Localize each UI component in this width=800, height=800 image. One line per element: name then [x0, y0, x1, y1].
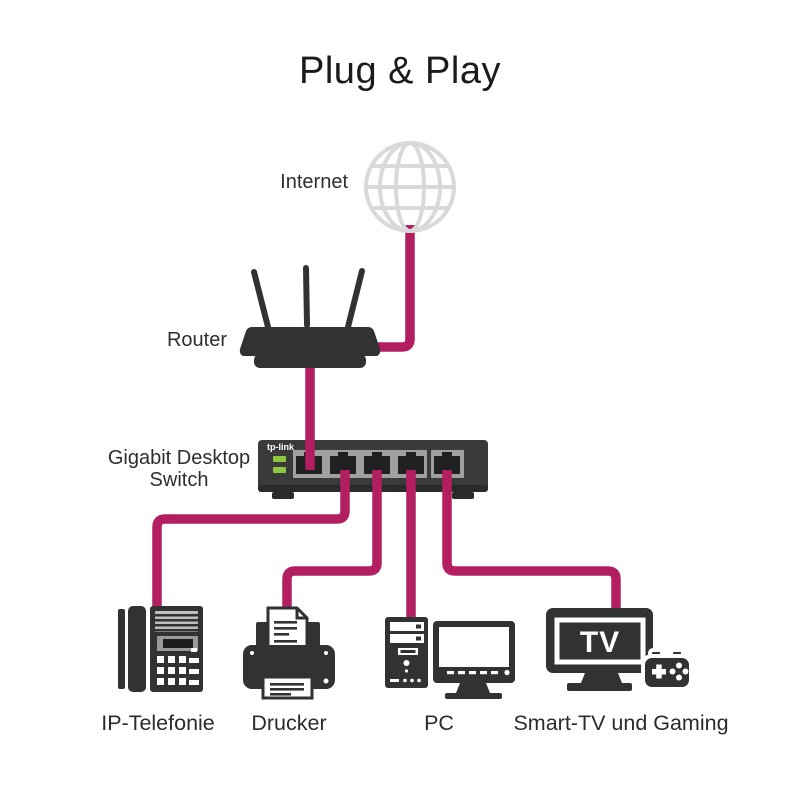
cable-switch-printer [282, 470, 382, 612]
internet-label: Internet [280, 171, 348, 193]
switch-label-line2: Switch [149, 469, 209, 491]
tv-label: Smart-TV und Gaming [513, 711, 729, 735]
smart-tv-icon: TV [546, 608, 693, 691]
router-label: Router [166, 329, 227, 351]
switch-label-line1: Gigabit Desktop [107, 447, 251, 469]
pc-icon [385, 617, 515, 699]
ethernet-port-3 [364, 452, 390, 474]
cable-switch-tv [442, 470, 621, 614]
network-cables [152, 225, 621, 622]
ethernet-port-5 [434, 452, 460, 474]
switch-icon: tp-link [258, 440, 488, 499]
printer-icon [243, 606, 335, 700]
led-indicator-1 [273, 456, 286, 462]
cable-internet-router [372, 225, 415, 352]
pc-label: PC [424, 711, 454, 735]
ip-phone-icon [118, 606, 203, 692]
ethernet-port-4 [398, 452, 424, 474]
gamepad-icon [641, 648, 693, 691]
switch-label: Gigabit Desktop Switch [79, 447, 279, 491]
router-icon [239, 265, 381, 368]
phone-keypad [157, 648, 199, 685]
ethernet-port-2 [330, 452, 356, 474]
tp-link-logo: tp-link [267, 442, 295, 452]
page-title: Plug & Play [299, 50, 501, 92]
printer-label: Drucker [251, 711, 327, 735]
cable-switch-phone [152, 470, 350, 611]
led-indicator-2 [273, 467, 286, 473]
phone-label: IP-Telefonie [101, 711, 215, 735]
internet-globe-icon [364, 141, 456, 233]
tv-screen-text: TV [580, 626, 620, 659]
